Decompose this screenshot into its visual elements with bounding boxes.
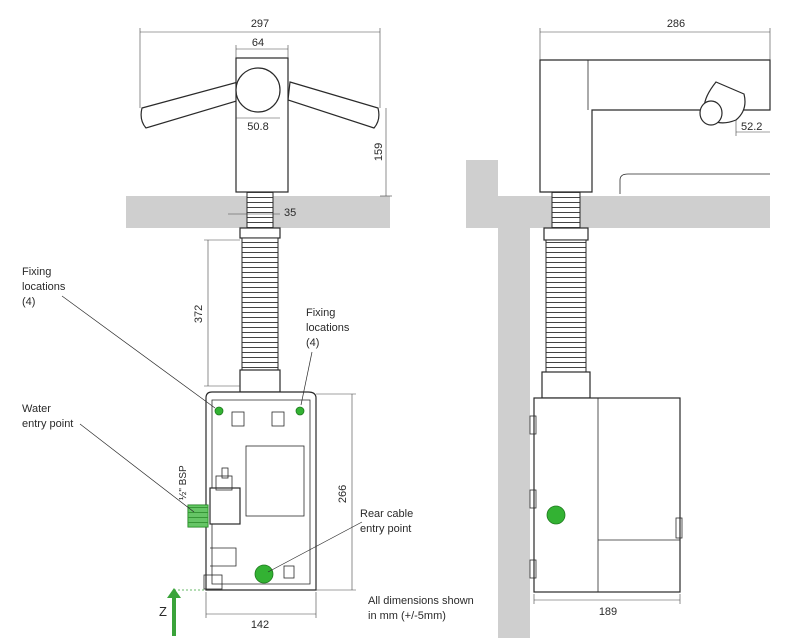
dim-side-reach: 286 [539, 18, 771, 60]
svg-text:locations: locations [306, 322, 350, 334]
side-control-box [529, 397, 683, 593]
svg-text:in mm (+/-5mm): in mm (+/-5mm) [368, 610, 446, 622]
svg-text:Rear cable: Rear cable [360, 508, 413, 520]
rear-cable-marker-front [254, 564, 274, 584]
z-axis-arrow [167, 588, 206, 636]
side-threaded-stem [551, 191, 581, 229]
dim-hub-width: 64 [235, 37, 289, 58]
side-flex-hose [545, 239, 587, 373]
callout-fixing-right: Fixing locations (4) [300, 307, 350, 406]
svg-text:Water: Water [22, 403, 51, 415]
side-basin-edge [619, 173, 770, 194]
dim-thread-diameter: 35 [228, 207, 296, 219]
dim-hub-diameter-text: 50.8 [247, 121, 268, 133]
side-counter [466, 196, 770, 228]
front-threaded-stem [246, 191, 274, 229]
dim-front-width: 297 [139, 18, 381, 108]
callout-fixing-left: Fixing locations (4) [22, 266, 216, 409]
dimensions-note: All dimensions shown in mm (+/-5mm) [368, 595, 474, 622]
svg-text:Fixing: Fixing [22, 266, 51, 278]
side-tap-body [539, 59, 771, 193]
svg-text:(4): (4) [306, 337, 319, 349]
svg-text:locations: locations [22, 281, 66, 293]
svg-text:All dimensions shown: All dimensions shown [368, 595, 474, 607]
dim-side-arm-diameter: 52.2 [735, 120, 770, 136]
svg-text:Fixing: Fixing [306, 307, 335, 319]
dim-side-arm-text: 52.2 [741, 121, 762, 133]
dim-front-width-text: 297 [251, 18, 269, 30]
dim-thread-text: 35 [284, 207, 296, 219]
dim-side-reach-text: 286 [667, 18, 685, 30]
front-flex-hose [241, 237, 279, 371]
dim-hub-diameter: 50.8 [236, 117, 280, 133]
z-axis-label: Z [159, 604, 167, 619]
front-nut [239, 227, 281, 239]
callout-rear-cable: Rear cable entry point [267, 508, 413, 573]
rear-cable-marker-side [546, 505, 566, 525]
dim-unit-width: 142 [205, 592, 317, 631]
dim-height-text: 159 [373, 143, 385, 161]
side-nut [543, 227, 589, 241]
svg-text:entry point: entry point [22, 418, 73, 430]
dim-height-above-counter: 159 [373, 108, 392, 197]
front-view: Z 297 64 50.8 159 35 [22, 18, 474, 636]
side-view: 286 52.2 189 [466, 18, 771, 638]
fixing-marker-left [214, 406, 224, 416]
side-wall-lower [498, 228, 530, 638]
bsp-label: ½" BSP [178, 465, 189, 500]
svg-text:(4): (4) [22, 296, 35, 308]
dim-hub-width-text: 64 [252, 37, 264, 49]
dim-unit-height-text: 266 [337, 485, 349, 503]
callout-water-entry: Water entry point [22, 403, 195, 513]
svg-text:entry point: entry point [360, 523, 411, 535]
dim-unit-depth-text: 189 [599, 606, 617, 618]
dim-unit-depth: 189 [533, 594, 681, 618]
dim-hose-text: 372 [193, 305, 205, 323]
fixing-marker-right [295, 406, 305, 416]
dim-hose-length: 372 [193, 239, 240, 387]
front-control-box [203, 391, 317, 591]
dim-unit-width-text: 142 [251, 619, 269, 631]
dim-unit-height: 266 [316, 393, 356, 591]
